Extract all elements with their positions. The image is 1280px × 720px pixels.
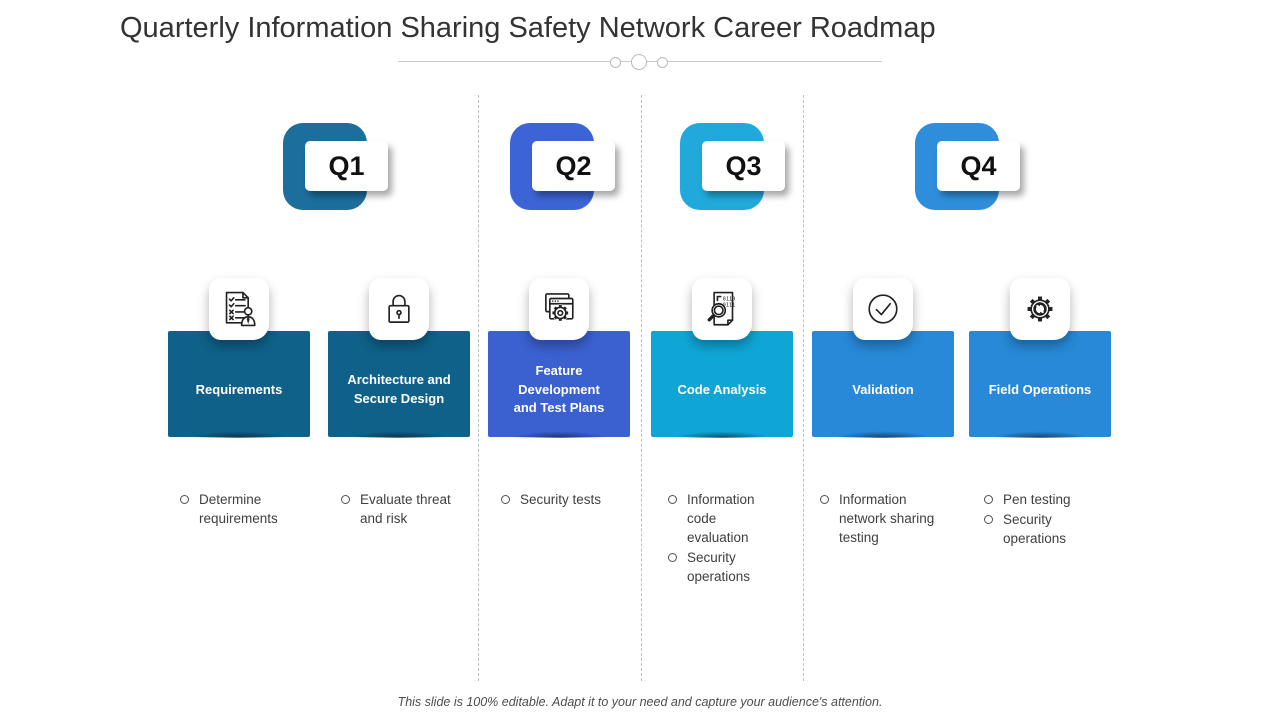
list-item: Security operations	[984, 511, 1079, 549]
quarter-badge-q2: Q2	[510, 123, 650, 213]
bullet-circle-icon	[668, 495, 677, 504]
stage-card-field-operations: Field Operations	[969, 331, 1111, 438]
requirements-checklist-icon	[209, 278, 269, 340]
stage-card-architecture: Architecture and Secure Design	[328, 331, 470, 438]
divider-dot-icon	[610, 57, 621, 68]
quarter-label: Q1	[305, 141, 388, 191]
divider-dot-icon	[631, 54, 647, 70]
bullet-list: Information code evaluation Security ope…	[668, 491, 765, 587]
quarter-badge-q4: Q4	[915, 123, 1055, 213]
list-item: Information code evaluation	[668, 491, 765, 548]
bullet-circle-icon	[341, 495, 350, 504]
svg-text:0111: 0111	[723, 302, 736, 308]
title-divider	[398, 54, 882, 70]
stage-card-title: Requirements	[195, 381, 283, 397]
quarter-badge-q1: Q1	[283, 123, 423, 213]
stage-card-title: Code Analysis	[677, 381, 767, 397]
stage-card-title: Validation	[852, 381, 914, 397]
quarter-label: Q2	[532, 141, 615, 191]
page-title: Quarterly Information Sharing Safety Net…	[120, 12, 936, 44]
bullet-list: Pen testing Security operations	[984, 491, 1079, 550]
quarter-divider	[478, 95, 479, 681]
stage-card-title: Architecture and Secure Design	[347, 372, 451, 406]
bullet-circle-icon	[501, 495, 510, 504]
gear-sync-icon	[1010, 278, 1070, 340]
quarter-badge-q3: Q3	[680, 123, 820, 213]
stage-card-feature-development: Feature Development and Test Plans	[488, 331, 630, 438]
bullet-circle-icon	[180, 495, 189, 504]
stage-card-title: Field Operations	[988, 381, 1092, 397]
list-item: Security operations	[668, 549, 765, 587]
quarter-label: Q3	[702, 141, 785, 191]
list-item: Pen testing	[984, 491, 1079, 510]
list-item: Determine requirements	[180, 491, 289, 529]
list-item: Information network sharing testing	[820, 491, 943, 548]
list-item: Security tests	[501, 491, 624, 510]
check-circle-icon	[853, 278, 913, 340]
bullet-circle-icon	[668, 552, 677, 562]
list-item: Evaluate threat and risk	[341, 491, 456, 529]
stage-card-validation: Validation	[812, 331, 954, 438]
svg-text:0110: 0110	[723, 296, 736, 302]
stage-card-code-analysis: Code Analysis	[651, 331, 793, 438]
quarter-divider	[641, 95, 642, 681]
code-review-magnifier-icon: 0110 0111	[692, 278, 752, 340]
quarter-divider	[803, 95, 804, 681]
bullet-list: Determine requirements	[180, 491, 289, 530]
bullet-list: Evaluate threat and risk	[341, 491, 456, 530]
bullet-list: Security tests	[501, 491, 624, 511]
quarter-label: Q4	[937, 141, 1020, 191]
divider-dot-icon	[657, 57, 668, 68]
app-window-gear-icon	[529, 278, 589, 340]
stage-card-title: Feature Development and Test Plans	[513, 362, 605, 416]
bullet-circle-icon	[984, 514, 993, 524]
padlock-icon	[369, 278, 429, 340]
stage-card-requirements: Requirements	[168, 331, 310, 438]
editable-note: This slide is 100% editable. Adapt it to…	[397, 695, 883, 709]
bullet-circle-icon	[820, 495, 829, 504]
bullet-list: Information network sharing testing	[820, 491, 943, 549]
bullet-circle-icon	[984, 495, 993, 504]
